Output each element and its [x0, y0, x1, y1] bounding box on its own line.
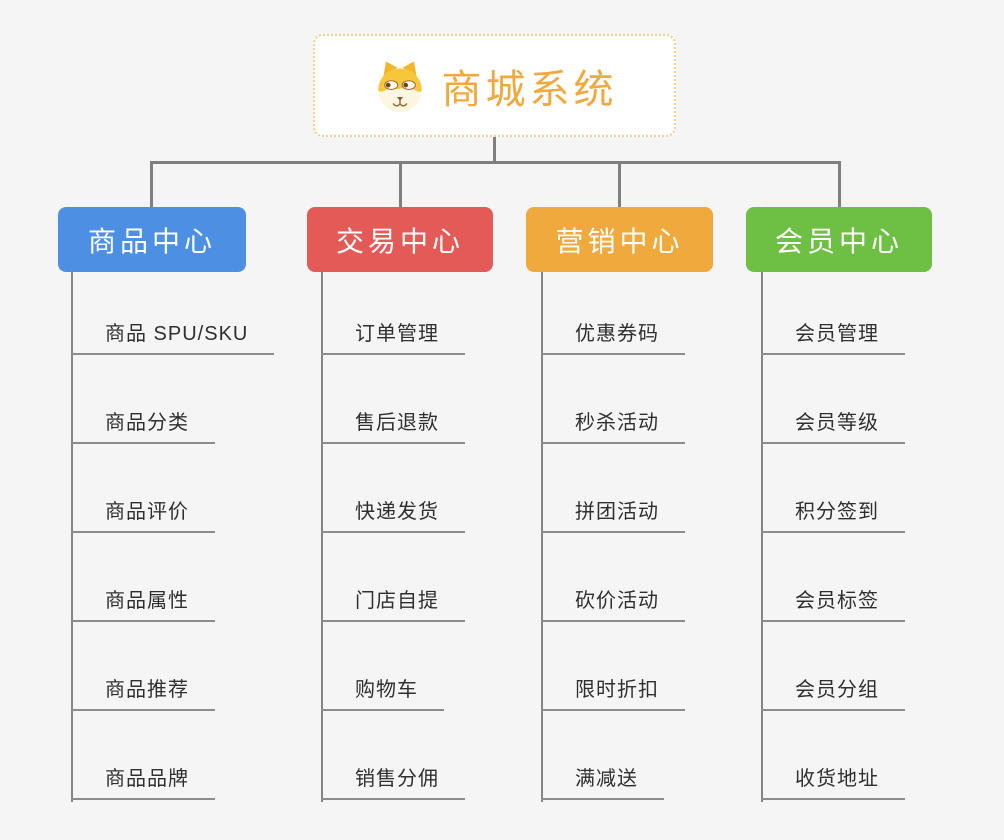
- leaf-node[interactable]: 积分签到: [761, 493, 905, 533]
- leaf-node[interactable]: 砍价活动: [541, 582, 685, 622]
- trunk-line-1: [71, 270, 73, 802]
- branch-node-member[interactable]: 会员中心: [746, 207, 932, 272]
- leaf-node[interactable]: 销售分佣: [321, 760, 465, 800]
- leaf-node[interactable]: 秒杀活动: [541, 404, 685, 444]
- leaf-node[interactable]: 商品属性: [71, 582, 215, 622]
- leaf-node[interactable]: 售后退款: [321, 404, 465, 444]
- connector-drop-1: [150, 161, 153, 208]
- leaf-node[interactable]: 快递发货: [321, 493, 465, 533]
- leaf-node[interactable]: 拼团活动: [541, 493, 685, 533]
- leaf-node[interactable]: 商品 SPU/SKU: [71, 315, 275, 355]
- leaf-node[interactable]: 会员标签: [761, 582, 905, 622]
- leaf-node[interactable]: 会员等级: [761, 404, 905, 444]
- leaf-node[interactable]: 购物车: [321, 671, 444, 711]
- leaf-node[interactable]: 门店自提: [321, 582, 465, 622]
- connector-drop-4: [838, 161, 841, 208]
- dog-face-icon: [377, 61, 422, 112]
- trunk-line-4: [761, 270, 763, 802]
- leaf-node[interactable]: 商品品牌: [71, 760, 215, 800]
- leaf-node[interactable]: 商品分类: [71, 404, 215, 444]
- leaf-node[interactable]: 商品推荐: [71, 671, 215, 711]
- leaf-node[interactable]: 优惠券码: [541, 315, 685, 355]
- connector-drop-3: [618, 161, 621, 208]
- root-title: 商城系统: [441, 67, 618, 112]
- leaf-node[interactable]: 订单管理: [321, 315, 465, 355]
- trunk-line-2: [321, 270, 323, 802]
- leaf-node[interactable]: 满减送: [541, 760, 664, 800]
- trunk-line-3: [541, 270, 543, 802]
- connector-bus: [150, 161, 840, 164]
- connector-drop-2: [399, 161, 402, 208]
- connector-root-stem: [493, 135, 496, 163]
- branch-node-trade[interactable]: 交易中心: [307, 207, 493, 272]
- leaf-node[interactable]: 会员分组: [761, 671, 905, 711]
- leaf-node[interactable]: 收货地址: [761, 760, 905, 800]
- branch-node-marketing[interactable]: 营销中心: [526, 207, 713, 272]
- branch-node-product[interactable]: 商品中心: [58, 207, 246, 272]
- leaf-node[interactable]: 商品评价: [71, 493, 215, 533]
- root-node[interactable]: 商城系统: [313, 34, 676, 137]
- leaf-node[interactable]: 会员管理: [761, 315, 905, 355]
- leaf-node[interactable]: 限时折扣: [541, 671, 685, 711]
